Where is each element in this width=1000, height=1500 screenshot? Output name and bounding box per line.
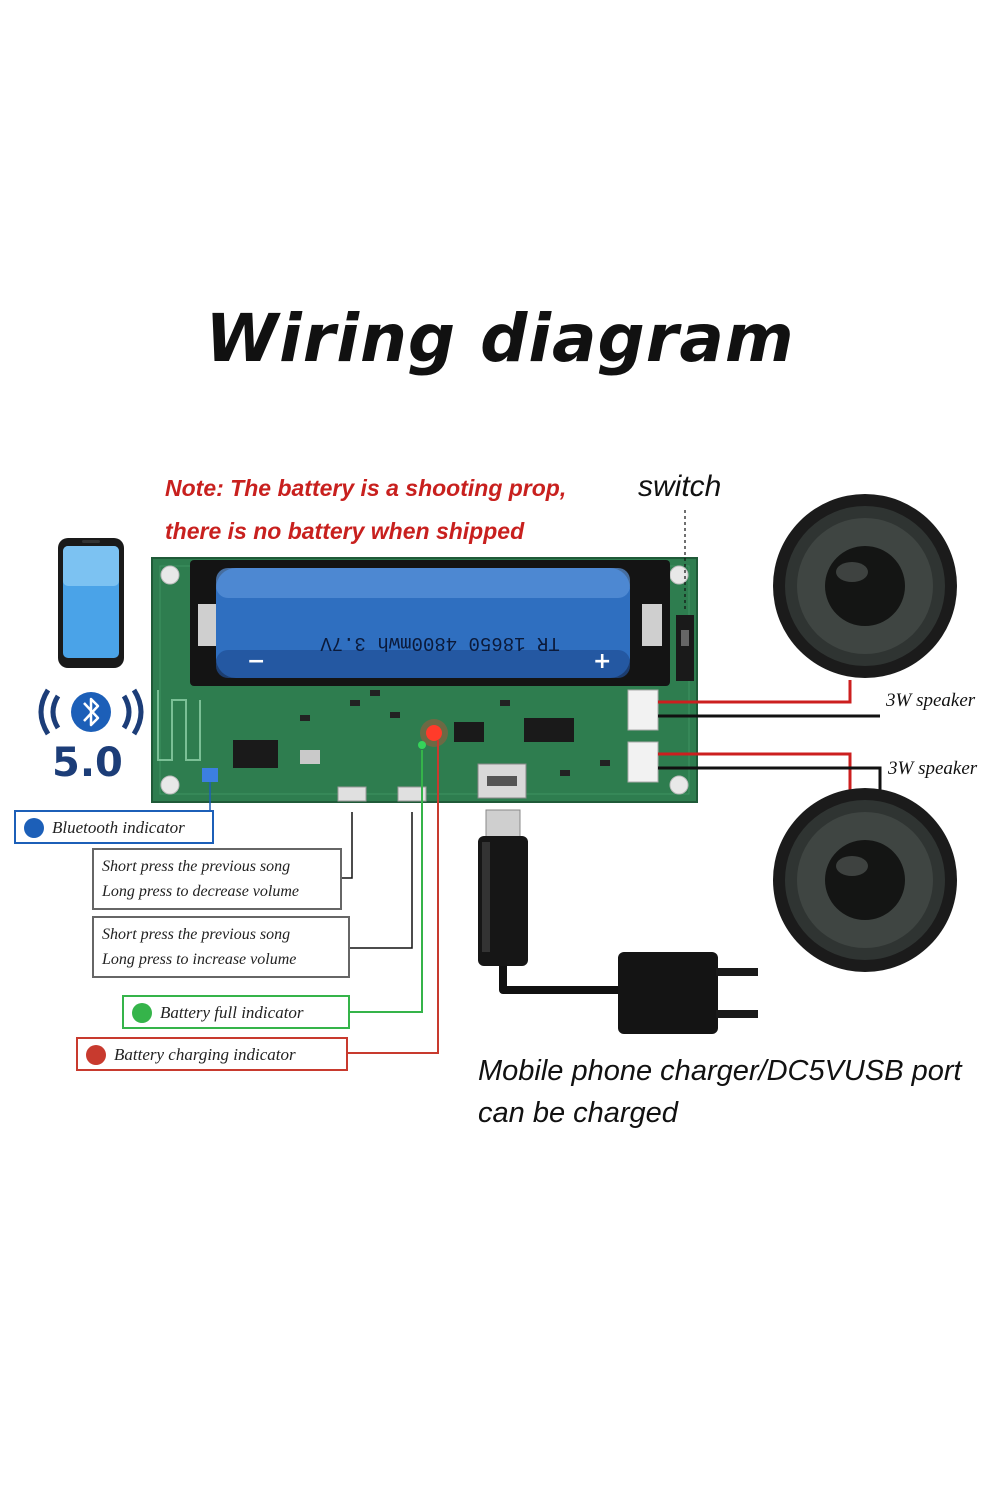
battery-full-label: Battery full indicator bbox=[160, 1003, 304, 1022]
speaker-1-icon bbox=[773, 494, 957, 678]
switch-label: switch bbox=[638, 470, 722, 503]
previous-button-line-1: Short press the previous song bbox=[102, 858, 291, 875]
next-button-line-1: Short press the previous song bbox=[102, 926, 291, 943]
battery: + − bbox=[216, 568, 630, 678]
speaker-1-label: 3W speaker bbox=[886, 690, 976, 711]
svg-text:+: + bbox=[593, 649, 611, 674]
phone-icon bbox=[58, 538, 124, 668]
speaker-2-icon bbox=[773, 788, 957, 972]
previous-button-callout: Short press the previous song Long press… bbox=[92, 848, 342, 910]
battery-charging-label: Battery charging indicator bbox=[114, 1045, 296, 1064]
battery-charging-icon bbox=[86, 1045, 106, 1065]
page-title: Wiring diagram bbox=[205, 300, 795, 377]
bluetooth-indicator-icon bbox=[24, 818, 44, 838]
battery-full-callout: Battery full indicator bbox=[122, 995, 350, 1029]
bluetooth-indicator-callout: Bluetooth indicator bbox=[14, 810, 214, 844]
battery-charging-callout: Battery charging indicator bbox=[76, 1037, 348, 1071]
usb-cable-charger-icon bbox=[478, 809, 758, 1034]
bluetooth-version: 5.0 bbox=[52, 740, 123, 786]
bluetooth-indicator-label: Bluetooth indicator bbox=[52, 818, 185, 837]
previous-button-line-2: Long press to decrease volume bbox=[102, 883, 299, 900]
next-button-callout: Short press the previous song Long press… bbox=[92, 916, 350, 978]
note-line-1: Note: The battery is a shooting prop, bbox=[165, 475, 567, 501]
charger-caption-line-1: Mobile phone charger/DC5VUSB port bbox=[478, 1055, 962, 1087]
charger-caption: Mobile phone charger/DC5VUSB port can be… bbox=[478, 1050, 962, 1134]
battery-full-icon bbox=[132, 1003, 152, 1023]
battery-label: TR 18650 4800mwh 3.7V bbox=[320, 632, 560, 654]
note-line-2: there is no battery when shipped bbox=[165, 518, 525, 544]
next-button-line-2: Long press to increase volume bbox=[102, 951, 297, 968]
charger-caption-line-2: can be charged bbox=[478, 1097, 678, 1129]
svg-text:−: − bbox=[247, 649, 265, 674]
speaker-wires bbox=[658, 680, 882, 795]
bluetooth-icon bbox=[38, 688, 144, 736]
speaker-2-label: 3W speaker bbox=[888, 758, 978, 779]
leader-lines bbox=[209, 510, 686, 1054]
